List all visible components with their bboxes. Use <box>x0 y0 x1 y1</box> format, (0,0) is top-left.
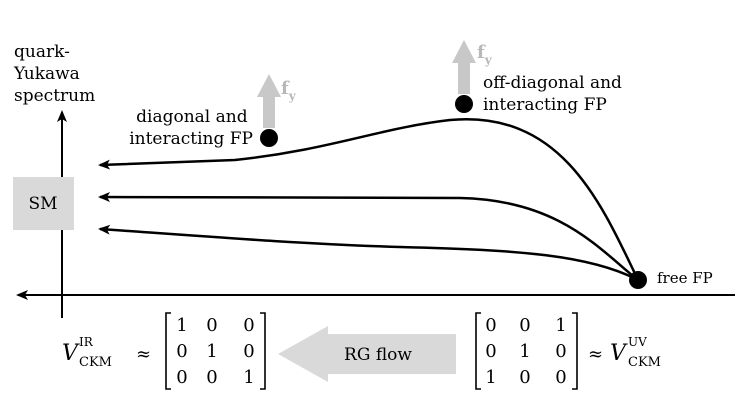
svg-text:0: 0 <box>206 315 217 336</box>
svg-text:0: 0 <box>206 367 217 388</box>
svg-text:0: 0 <box>519 315 530 336</box>
svg-text:UV: UV <box>628 335 647 349</box>
svg-text:IR: IR <box>79 335 94 349</box>
svg-text:0: 0 <box>176 367 187 388</box>
svg-text:CKM: CKM <box>628 355 661 370</box>
v-ckm-ir: V IR CKM ≈ <box>62 335 151 370</box>
fy-arrow-diagonal <box>257 74 281 128</box>
svg-text:≈: ≈ <box>136 344 151 365</box>
rg-flow-label: RG flow <box>344 345 412 365</box>
svg-text:0: 0 <box>485 341 496 362</box>
svg-text:CKM: CKM <box>79 355 112 370</box>
diagonal-fp-label: diagonal and interacting FP <box>129 107 253 149</box>
free-fp-label: free FP <box>657 269 713 287</box>
fy-label-offdiagonal: fy <box>477 42 493 67</box>
offdiagonal-fp-label: off-diagonal and interacting FP <box>483 73 627 115</box>
svg-text:0: 0 <box>555 367 566 388</box>
svg-text:0: 0 <box>519 367 530 388</box>
svg-text:0: 0 <box>176 341 187 362</box>
ir-matrix: 1 0 0 0 1 0 0 0 1 <box>165 312 266 390</box>
uv-matrix: 0 0 1 0 1 0 1 0 0 <box>475 312 578 390</box>
svg-text:0: 0 <box>243 315 254 336</box>
svg-text:≈: ≈ <box>588 344 603 365</box>
offdiagonal-fp-dot <box>455 95 473 113</box>
flow-curve-top <box>98 117 640 281</box>
svg-text:1: 1 <box>176 315 187 336</box>
flow-curve-middle <box>98 192 639 281</box>
axis-label: quark- Yukawa spectrum <box>13 42 95 106</box>
rg-flow-arrow <box>278 326 456 382</box>
svg-text:V: V <box>610 341 628 366</box>
svg-text:1: 1 <box>206 341 217 362</box>
svg-text:1: 1 <box>555 315 566 336</box>
svg-text:0: 0 <box>555 341 566 362</box>
svg-text:0: 0 <box>243 341 254 362</box>
fy-label-diagonal: fy <box>281 78 297 103</box>
diagonal-fp-dot <box>260 129 278 147</box>
sm-label: SM <box>28 194 57 214</box>
fy-arrow-offdiagonal <box>452 40 476 94</box>
svg-text:1: 1 <box>519 341 530 362</box>
svg-text:1: 1 <box>243 367 254 388</box>
svg-text:V: V <box>62 341 80 366</box>
svg-text:0: 0 <box>485 315 496 336</box>
sm-box <box>13 177 74 230</box>
free-fp-dot <box>629 271 647 289</box>
svg-text:1: 1 <box>485 367 496 388</box>
v-ckm-uv: ≈ V UV CKM <box>588 335 661 370</box>
flow-curve-bottom <box>98 224 639 282</box>
